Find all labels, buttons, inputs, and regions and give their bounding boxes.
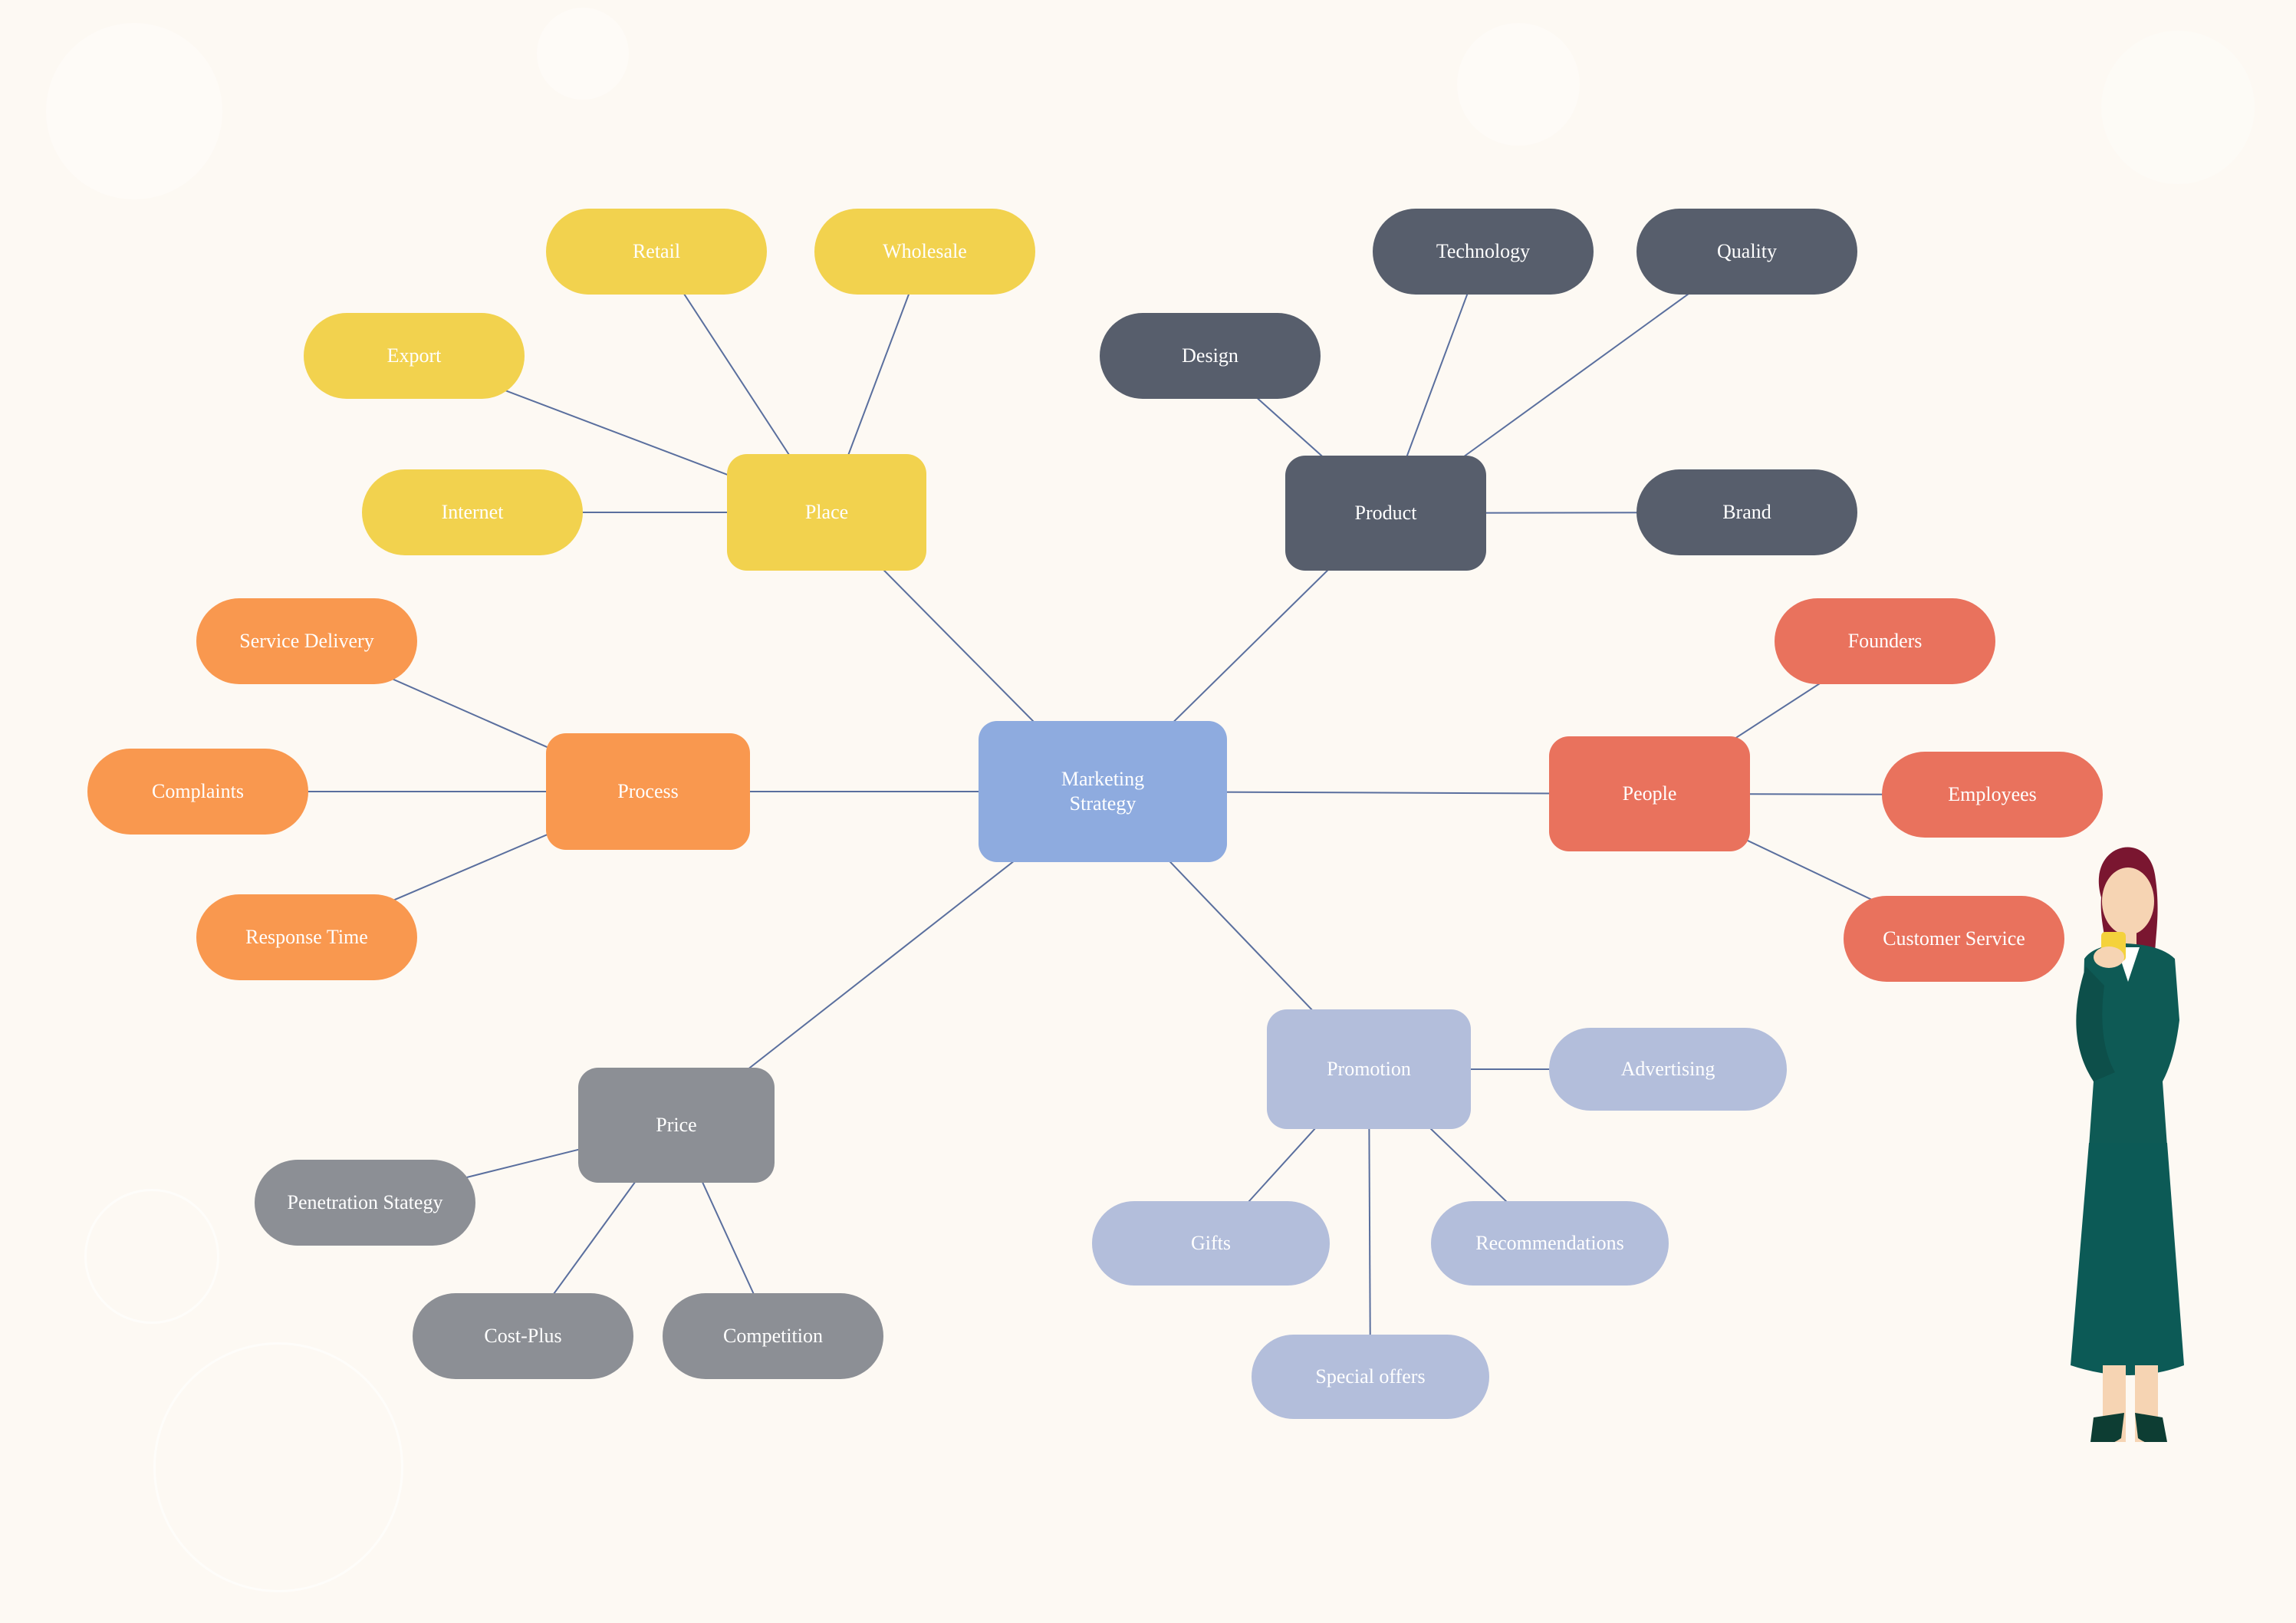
node-competition[interactable]: Competition: [663, 1293, 883, 1379]
node-center[interactable]: Marketing Strategy: [979, 721, 1227, 862]
node-gifts[interactable]: Gifts: [1092, 1201, 1330, 1286]
node-brand[interactable]: Brand: [1636, 469, 1857, 555]
node-export[interactable]: Export: [304, 313, 525, 399]
node-quality[interactable]: Quality: [1636, 209, 1857, 295]
node-place[interactable]: Place: [727, 454, 926, 571]
node-complaints[interactable]: Complaints: [87, 749, 308, 835]
businesswoman-illustration: [2071, 847, 2184, 1442]
node-advertising[interactable]: Advertising: [1549, 1028, 1787, 1111]
node-promotion[interactable]: Promotion: [1267, 1009, 1471, 1129]
node-service-delivery[interactable]: Service Delivery: [196, 598, 417, 684]
node-price[interactable]: Price: [578, 1068, 775, 1183]
node-founders[interactable]: Founders: [1775, 598, 1995, 684]
node-design[interactable]: Design: [1100, 313, 1321, 399]
node-internet[interactable]: Internet: [362, 469, 583, 555]
node-technology[interactable]: Technology: [1373, 209, 1594, 295]
node-response-time[interactable]: Response Time: [196, 894, 417, 980]
node-penetration-stategy[interactable]: Penetration Stategy: [255, 1160, 475, 1246]
node-product[interactable]: Product: [1285, 456, 1486, 571]
node-special-offers[interactable]: Special offers: [1252, 1335, 1489, 1419]
node-recommendations[interactable]: Recommendations: [1431, 1201, 1669, 1286]
node-customer-service[interactable]: Customer Service: [1844, 896, 2064, 982]
node-retail[interactable]: Retail: [546, 209, 767, 295]
node-cost-plus[interactable]: Cost-Plus: [413, 1293, 633, 1379]
node-process[interactable]: Process: [546, 733, 750, 850]
node-wholesale[interactable]: Wholesale: [814, 209, 1035, 295]
node-employees[interactable]: Employees: [1882, 752, 2103, 838]
node-people[interactable]: People: [1549, 736, 1750, 851]
